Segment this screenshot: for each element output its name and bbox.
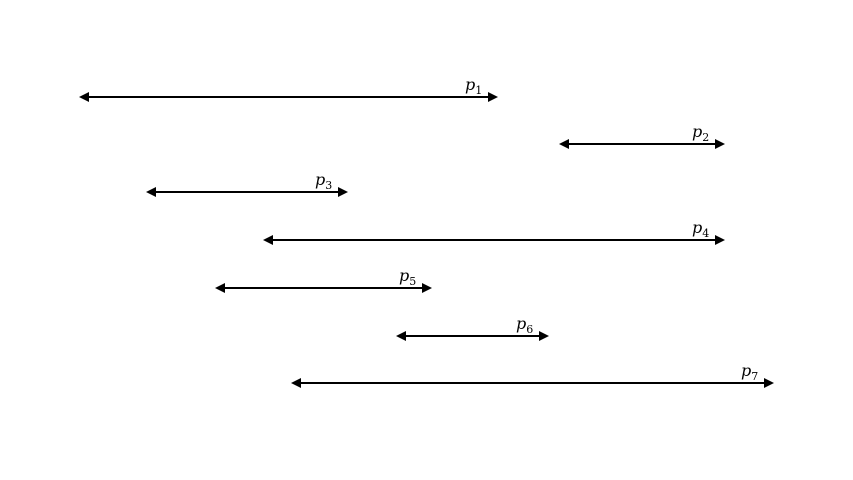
interval-label: p3: [315, 170, 332, 192]
label-name: p: [399, 266, 409, 285]
label-subscript: 1: [475, 84, 482, 97]
interval-label: p2: [692, 122, 709, 144]
interval-arrow-5: p5: [215, 266, 432, 293]
right-arrowhead-icon: [764, 378, 774, 388]
label-subscript: 2: [702, 131, 709, 144]
label-subscript: 5: [409, 275, 416, 288]
right-arrowhead-icon: [422, 283, 432, 293]
label-name: p: [741, 361, 751, 380]
label-subscript: 4: [702, 227, 709, 240]
left-arrowhead-icon: [396, 331, 406, 341]
interval-arrow-6: p6: [396, 314, 549, 341]
right-arrowhead-icon: [488, 92, 498, 102]
label-name: p: [516, 314, 526, 333]
label-name: p: [465, 75, 475, 94]
interval-label: p4: [692, 218, 709, 240]
label-subscript: 3: [325, 179, 332, 192]
left-arrowhead-icon: [146, 187, 156, 197]
interval-arrow-2: p2: [559, 122, 725, 149]
left-arrowhead-icon: [79, 92, 89, 102]
interval-label: p6: [516, 314, 533, 336]
interval-arrow-4: p4: [263, 218, 725, 245]
interval-arrow-1: p1: [79, 75, 498, 102]
right-arrowhead-icon: [539, 331, 549, 341]
interval-arrow-7: p7: [291, 361, 774, 388]
label-subscript: 7: [751, 370, 758, 383]
interval-label: p7: [741, 361, 758, 383]
label-name: p: [692, 122, 702, 141]
label-name: p: [692, 218, 702, 237]
left-arrowhead-icon: [215, 283, 225, 293]
right-arrowhead-icon: [715, 139, 725, 149]
left-arrowhead-icon: [291, 378, 301, 388]
interval-arrow-3: p3: [146, 170, 348, 197]
interval-label: p1: [465, 75, 482, 97]
right-arrowhead-icon: [338, 187, 348, 197]
right-arrowhead-icon: [715, 235, 725, 245]
label-subscript: 6: [526, 323, 533, 336]
interval-label: p5: [399, 266, 416, 288]
left-arrowhead-icon: [263, 235, 273, 245]
left-arrowhead-icon: [559, 139, 569, 149]
label-name: p: [315, 170, 325, 189]
